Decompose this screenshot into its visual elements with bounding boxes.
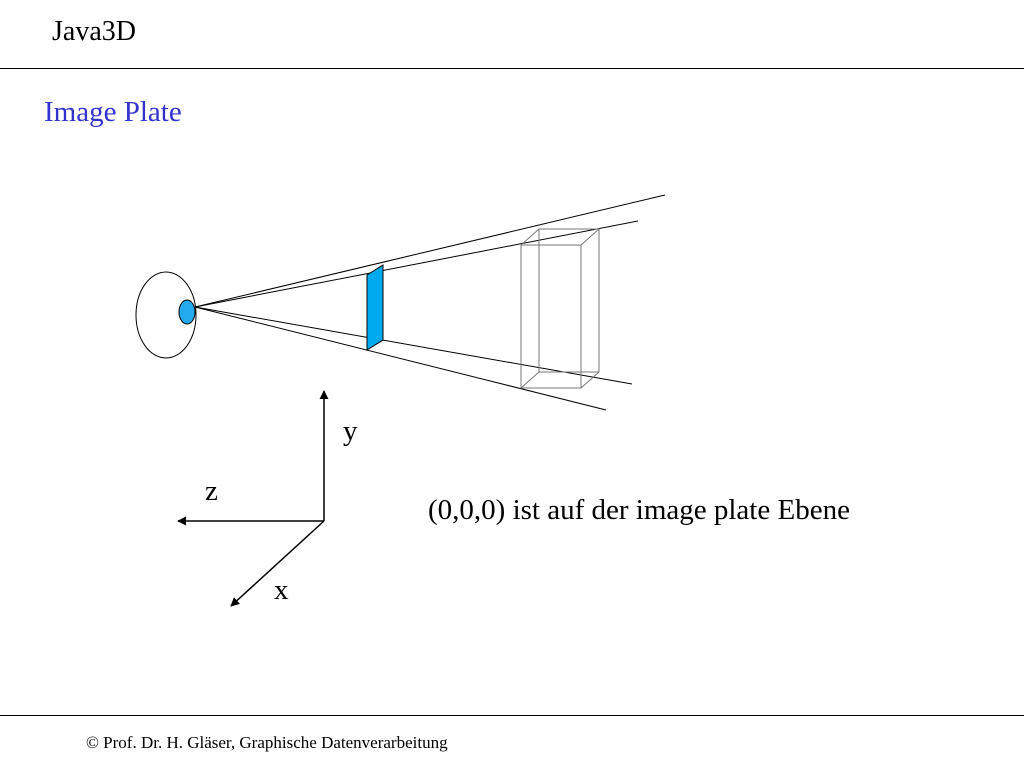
header-title: Java3D — [52, 16, 136, 47]
origin-caption: (0,0,0) ist auf der image plate Ebene — [428, 494, 850, 526]
x-axis-label: x — [274, 574, 289, 606]
footer-divider — [0, 715, 1024, 716]
frustum-line-inner-bottom — [194, 306, 633, 385]
header-divider — [0, 68, 1024, 69]
z-axis-label: z — [205, 475, 218, 507]
slide-title: Image Plate — [44, 96, 182, 128]
eye-outline — [135, 271, 197, 359]
x-axis-arrow — [230, 520, 325, 607]
frustum-line-outer-top — [194, 194, 666, 308]
footer-copyright: © Prof. Dr. H. Gläser, Graphische Datenv… — [86, 733, 448, 752]
y-axis-label: y — [343, 415, 358, 447]
eye-pupil — [178, 299, 196, 325]
image-plate — [366, 264, 384, 351]
frustum-line-outer-bottom — [194, 306, 607, 411]
frustum-line-inner-top — [194, 220, 639, 308]
view-volume-box — [520, 228, 600, 389]
